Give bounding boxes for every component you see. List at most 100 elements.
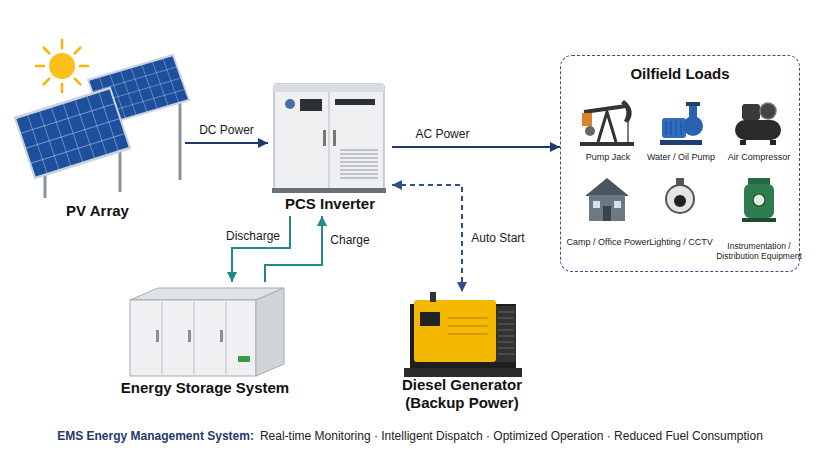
edge-label: Discharge xyxy=(224,229,282,243)
sun-icon xyxy=(36,40,88,92)
diesel-generator-part xyxy=(404,368,522,377)
storage-container-part xyxy=(238,356,250,362)
water-pump-icon-part xyxy=(683,116,703,136)
instrument-icon-part xyxy=(742,218,776,222)
pcs-cabinet-part xyxy=(329,92,330,190)
camp-house-icon-part xyxy=(589,195,625,221)
node-label: Oilfield Loads xyxy=(630,65,729,83)
node-label: Water / Oil Pump xyxy=(647,152,715,163)
storage-container-part xyxy=(156,330,159,342)
pump-jack-icon-part xyxy=(598,112,616,142)
pv-array-node: PV Array xyxy=(10,40,185,223)
air-compressor-icon-part xyxy=(770,140,776,145)
pump-jack-icon xyxy=(580,100,634,146)
node-label: Energy Storage System xyxy=(121,379,289,397)
battery-flow-arrow xyxy=(232,216,290,282)
sun-icon-part xyxy=(36,40,88,92)
node-label: Lighting / CCTV xyxy=(649,237,713,248)
pump-jack-icon-part xyxy=(585,126,595,136)
camp-house-icon-part xyxy=(585,178,629,196)
camp-house-icon-part xyxy=(614,201,621,208)
edge-label: AC Power xyxy=(413,127,471,141)
cctv-light-icon-part xyxy=(676,178,684,185)
air-compressor-icon xyxy=(735,103,781,145)
storage-container-part xyxy=(188,330,191,342)
node-label: Air Compressor xyxy=(728,152,791,163)
diesel-generator xyxy=(404,292,522,377)
cctv-light-icon-part xyxy=(666,185,694,213)
pcs-cabinet-part xyxy=(333,130,336,146)
node-label: PCS Inverter xyxy=(285,195,375,213)
diesel-generator-part xyxy=(496,306,516,362)
load-item: Instrumentation / Distribution Equipment xyxy=(714,169,804,264)
camp-house-icon-part xyxy=(603,206,611,221)
pcs-cabinet-part xyxy=(274,84,384,92)
battery-flow-arrow xyxy=(265,216,322,282)
pump-jack-icon-part xyxy=(584,106,626,112)
edge-label: Charge xyxy=(328,233,371,247)
power-arrow xyxy=(392,146,560,148)
diesel-generator-part xyxy=(430,292,436,302)
load-item: Camp / Office Power xyxy=(565,169,651,251)
load-item: Water / Oil Pump xyxy=(643,94,719,166)
diesel-generator-part xyxy=(448,318,488,334)
diesel-generator-part xyxy=(414,300,496,362)
sun-icon-part xyxy=(49,53,75,79)
storage-node: Energy Storage System xyxy=(115,282,295,400)
storage-container xyxy=(130,288,284,376)
diesel-generator-part xyxy=(498,312,514,354)
system-name: EMS Energy Management System: xyxy=(57,429,254,443)
load-item: Lighting / CCTV xyxy=(643,169,719,251)
power-arrow xyxy=(185,142,268,144)
pcs-cabinet-part xyxy=(300,99,322,111)
pcs-cabinet xyxy=(272,84,386,193)
air-compressor-icon-part xyxy=(760,103,776,119)
air-compressor-icon-part xyxy=(735,120,781,140)
camp-house-icon xyxy=(585,178,629,221)
pump-jack-icon-part xyxy=(621,100,632,123)
water-pump-icon-part xyxy=(686,102,700,106)
water-pump-icon-part xyxy=(662,118,686,138)
node-label: Diesel Generator (Backup Power) xyxy=(382,376,542,412)
node-label: Pump Jack xyxy=(586,152,631,163)
diesel-generator-part xyxy=(420,312,440,326)
storage-container-part xyxy=(130,300,256,376)
cctv-light-icon xyxy=(666,178,694,213)
cctv-light-icon-part xyxy=(674,195,686,207)
pcs-cabinet-part xyxy=(285,99,295,109)
instrument-icon xyxy=(742,178,776,222)
pcs-cabinet-part xyxy=(340,150,378,178)
node-label: Camp / Office Power xyxy=(567,237,650,248)
instrument-icon-part xyxy=(744,184,774,218)
control-arrow xyxy=(392,185,462,292)
storage-container-part xyxy=(162,302,226,374)
air-compressor-icon-part xyxy=(742,104,760,120)
generator-node: Diesel Generator (Backup Power) xyxy=(382,292,542,415)
pump-jack-icon-part xyxy=(580,142,634,146)
load-item: Air Compressor xyxy=(721,94,797,166)
pump-jack-icon-part xyxy=(582,113,592,126)
storage-container-part xyxy=(220,330,223,342)
load-item: Pump Jack xyxy=(570,94,646,166)
edge-label: DC Power xyxy=(197,123,256,137)
pcs-cabinet-part xyxy=(272,188,386,193)
feature-list: Real-time Monitoring · Intelligent Dispa… xyxy=(260,429,763,443)
storage-container-part xyxy=(256,288,284,376)
node-label: PV Array xyxy=(66,202,129,220)
pcs-cabinet-part xyxy=(323,130,326,146)
load-group-box: Oilfield LoadsPump Jack Water / Oil Pump A… xyxy=(560,55,800,272)
pv-panels-part xyxy=(15,88,130,178)
pcs-cabinet-part xyxy=(274,84,384,190)
water-pump-icon-part xyxy=(660,140,702,145)
pv-panels xyxy=(15,55,189,198)
water-pump-icon xyxy=(660,102,703,145)
pv-panels-part xyxy=(15,88,130,178)
water-pump-icon-part xyxy=(689,106,697,118)
footer-bar: EMS Energy Management System: Real-time M… xyxy=(0,429,820,443)
node-label: Instrumentation / Distribution Equipment xyxy=(714,241,804,261)
pcs-inverter-node: PCS Inverter xyxy=(268,80,392,216)
edge-label: Auto Start xyxy=(469,231,526,245)
camp-house-icon-part xyxy=(593,201,600,208)
